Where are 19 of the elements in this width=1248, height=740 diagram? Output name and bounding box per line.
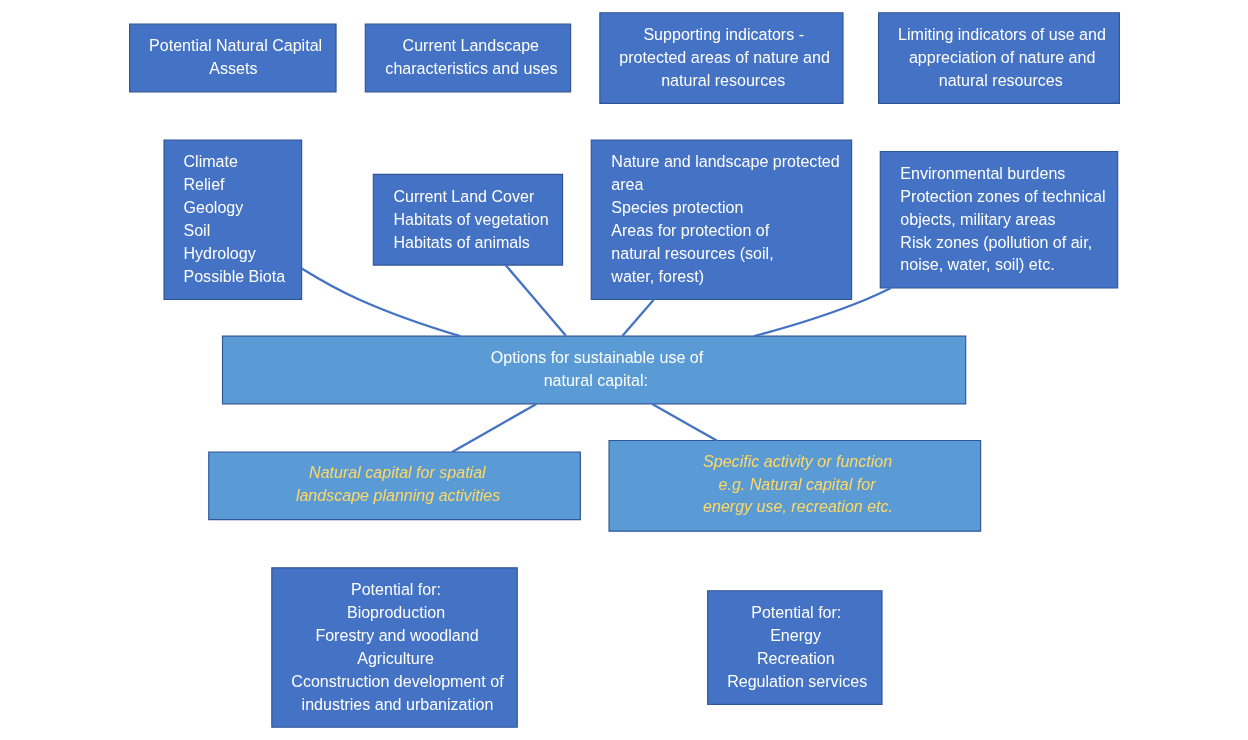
node-box: Potential for: Bioproduction Forestry and woodland Agriculture Cconstruction development of industries and urbanization bbox=[270, 567, 518, 728]
node-box: Current Land Cover Habitats of vegetation Habitats of animals bbox=[372, 173, 563, 266]
connector bbox=[651, 403, 717, 442]
node-box: Environmental burdens Protection zones of technical objects, military areas Risk zones (pollution of air, noise, water, soil) etc. bbox=[879, 150, 1118, 289]
node-box: Limiting indicators of use and appreciation of nature and natural resources bbox=[877, 12, 1120, 104]
node-box: Natural capital for spatial landscape planning activities bbox=[207, 451, 581, 521]
connector bbox=[451, 403, 537, 453]
node-box: Supporting indicators - protected areas of nature and natural resources bbox=[598, 12, 844, 104]
node-box: Options for sustainable use of natural capital: bbox=[221, 335, 966, 405]
connector bbox=[753, 286, 891, 338]
connector bbox=[621, 298, 655, 337]
connector bbox=[504, 264, 567, 337]
node-box: Potential for: Energy Recreation Regulation services bbox=[706, 590, 883, 705]
node-box: Specific activity or function e.g. Natural capital for energy use, recreation etc. bbox=[607, 439, 981, 532]
node-box: Potential Natural Capital Assets bbox=[128, 23, 337, 93]
node-box: Current Landscape characteristics and uses bbox=[364, 23, 571, 93]
node-box: Climate Relief Geology Soil Hydrology Possible Biota bbox=[162, 139, 302, 301]
connector bbox=[300, 267, 461, 338]
node-box: Nature and landscape protected area Species protection Areas for protection of natural resources (soil, water, forest) bbox=[590, 139, 852, 301]
